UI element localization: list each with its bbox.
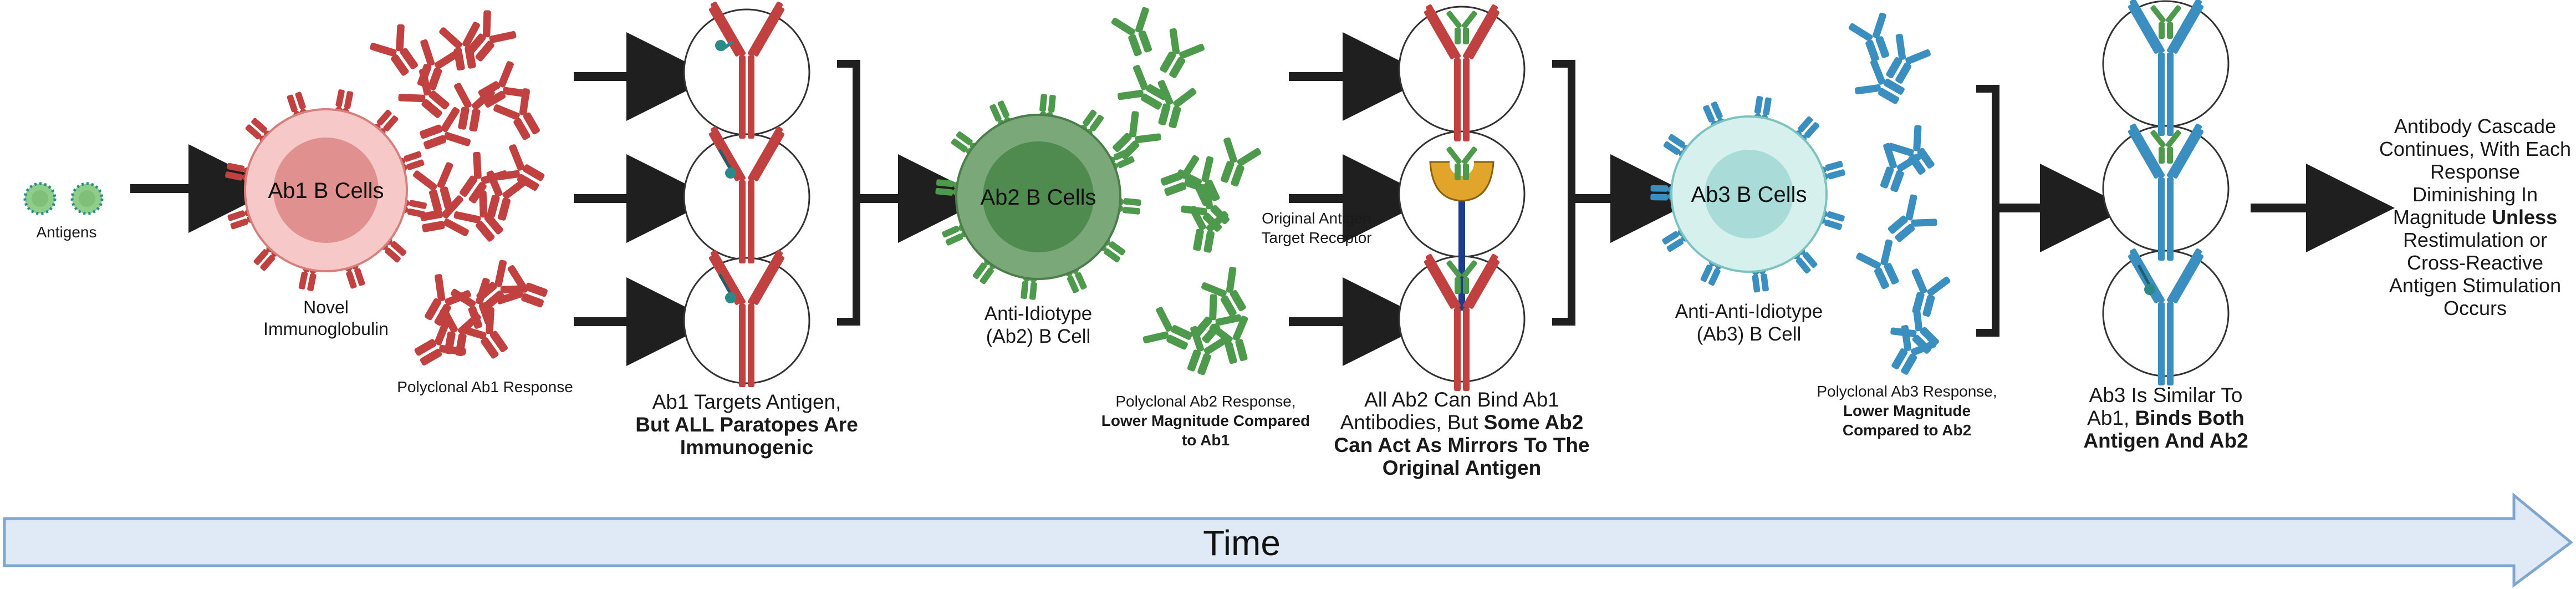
bracket-ab1 (837, 60, 860, 326)
ab3-similar-label-1: Ab3 Is Similar To (2089, 384, 2243, 407)
ab3-free-antibody (1885, 121, 1945, 182)
time-arrow (3, 492, 2574, 588)
cascade-text: Antibody Cascade Continues, With Each Re… (2379, 115, 2571, 319)
bracket-ab2 (1552, 60, 1575, 326)
ab1-targets-bold-1: But ALL Paratopes Are (635, 413, 858, 436)
ab3-circle (2102, 125, 2230, 252)
time-label: Time (1203, 523, 1281, 563)
ab1-target-column (683, 1, 810, 387)
cascade-line-4: Diminishing In (2412, 183, 2538, 206)
ab2-free-antibody (1209, 135, 1264, 191)
ab1-targets-label: Ab1 Targets Antigen, (652, 390, 841, 413)
ab1-b-cell (223, 87, 429, 293)
polyclonal-ab2-bold-1: Lower Magnitude Compared (1101, 412, 1310, 429)
ab3-free-antibody (1900, 266, 1952, 321)
ab1-target-circle (683, 133, 810, 261)
ab3-free-antibody (1853, 236, 1910, 295)
bound-antigen-icon (715, 40, 736, 303)
polyclonal-ab1-label: Polyclonal Ab1 Response (397, 378, 573, 395)
all-ab2-label-2: Antibodies, But Some Ab2 (1340, 411, 1584, 434)
ab2-free-antibody (1198, 263, 1257, 323)
polyclonal-ab2-antibodies (1103, 4, 1264, 380)
polyclonal-ab3-antibodies (1846, 10, 1952, 382)
anti-idiotype-label-2: (Ab2) B Cell (986, 326, 1091, 347)
polyclonal-ab3-bold-1: Lower Magnitude (1843, 402, 1971, 419)
ab2-binding-column (1398, 3, 1526, 391)
original-receptor-label-2: Target Receptor (1261, 229, 1371, 246)
ab2-nucleus (983, 141, 1094, 252)
anti-anti-idiotype-label-1: Anti-Anti-Idiotype (1675, 301, 1823, 322)
antigen-icon (32, 190, 48, 207)
ab3-circle (2102, 0, 2230, 128)
ab1-cells-label: Ab1 B Cells (268, 179, 384, 203)
ab1-nucleus (273, 138, 379, 243)
ab1-free-antibody (366, 21, 429, 84)
original-receptor-label-1: Original Antigen (1262, 210, 1371, 227)
cascade-line-6: Restimulation or (2403, 229, 2547, 251)
antigen-group (23, 182, 104, 215)
bound-antigen-icon (2137, 264, 2155, 295)
polyclonal-ab3-label: Polyclonal Ab3 Response, (1817, 383, 1997, 400)
polyclonal-ab2-label: Polyclonal Ab2 Response, (1115, 393, 1295, 410)
anti-idiotype-label-1: Anti-Idiotype (985, 303, 1093, 324)
ab3-similar-label-2: Ab1, Binds Both (2087, 407, 2245, 429)
cascade-line-8: Antigen Stimulation (2389, 274, 2561, 297)
ab1-target-circle (683, 257, 810, 384)
all-ab2-bold-1: Can Act As Mirrors To The (1334, 434, 1589, 456)
ab2-free-antibody (1109, 4, 1164, 61)
cascade-line-5: Magnitude Unless (2393, 206, 2557, 229)
cascade-line-1: Antibody Cascade (2394, 115, 2556, 138)
cascade-line-7: Cross-Reactive (2407, 251, 2543, 274)
ab3-cells-label: Ab3 B Cells (1691, 182, 1807, 207)
all-ab2-label-1: All Ab2 Can Bind Ab1 (1364, 388, 1559, 411)
ab3-free-antibody (1851, 56, 1911, 115)
ab3-free-antibody (1846, 10, 1901, 67)
ab1-targets-bold-2: Immunogenic (680, 436, 814, 459)
ab3-column (2102, 0, 2230, 385)
antigens-label: Antigens (37, 224, 97, 241)
all-ab2-bold-2: Original Antigen (1383, 456, 1541, 479)
antigen-icon (79, 190, 95, 207)
ab2-binding-circle (1398, 6, 1526, 133)
cascade-line-9: Occurs (2444, 297, 2507, 319)
ab2-free-antibody (1140, 304, 1198, 361)
bracket-ab3 (1976, 85, 1999, 337)
cascade-line-3: Response (2430, 160, 2520, 183)
ab1-target-circle (683, 8, 810, 136)
ab3-b-cell (1650, 94, 1849, 294)
ab2-b-cell (934, 93, 1142, 301)
cascade-line-2: Continues, With Each (2379, 138, 2571, 160)
novel-ig-label-1: Novel (303, 297, 349, 317)
anti-anti-idiotype-label-2: (Ab3) B Cell (1697, 323, 1802, 345)
ab3-similar-bold-1: Antigen And Ab2 (2083, 429, 2248, 452)
ab3-circle (2102, 250, 2230, 377)
polyclonal-ab2-bold-2: to Ab1 (1182, 431, 1230, 449)
ab2-free-antibody (1149, 25, 1208, 85)
polyclonal-ab3-bold-2: Compared to Ab2 (1843, 422, 1971, 439)
ab3-nucleus (1705, 150, 1793, 238)
novel-ig-label-2: Immunoglobulin (263, 319, 389, 339)
ab2-cells-label: Ab2 B Cells (981, 185, 1096, 210)
